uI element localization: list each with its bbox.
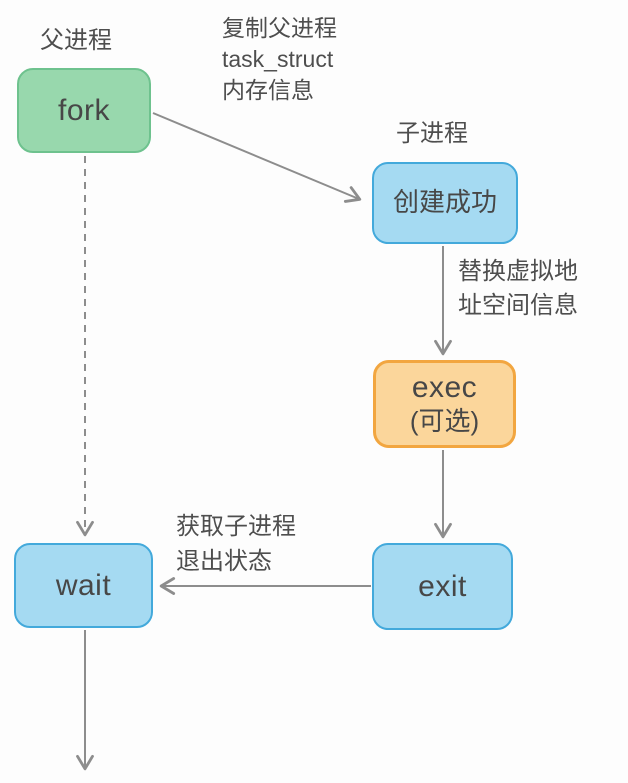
label-replace-line2: 址空间信息	[458, 292, 578, 319]
label-copy-line2: task_struct	[222, 46, 334, 72]
label-wait-line1: 获取子进程	[176, 513, 296, 540]
node-exit-label: exit	[418, 569, 467, 603]
label-copy-line1: 复制父进程	[222, 15, 337, 41]
label-copy-line3: 内存信息	[222, 77, 314, 103]
label-replace-line1: 替换虚拟地	[458, 258, 578, 285]
label-wait-line2: 退出状态	[176, 548, 272, 575]
label-child-process-text: 子进程	[396, 120, 468, 147]
label-get-exit-status: 获取子进程 退出状态	[176, 509, 296, 579]
node-wait-label: wait	[55, 568, 112, 602]
node-exec: exec (可选)	[373, 360, 516, 448]
label-parent-process: 父进程	[40, 25, 112, 57]
node-create-success: 创建成功	[372, 162, 518, 244]
node-fork: fork	[17, 68, 151, 153]
label-replace-address-space: 替换虚拟地 址空间信息	[458, 255, 578, 323]
node-exit: exit	[372, 543, 513, 630]
node-create-success-label: 创建成功	[392, 187, 497, 218]
node-exec-sublabel: (可选)	[409, 406, 480, 437]
edge-fork-to-created	[152, 112, 362, 203]
node-fork-label: fork	[57, 93, 110, 127]
node-exec-label: exec	[411, 371, 478, 405]
label-copy-task-struct: 复制父进程 task_struct 内存信息	[222, 13, 337, 106]
label-parent-process-text: 父进程	[40, 27, 112, 54]
node-wait: wait	[14, 543, 153, 628]
label-child-process: 子进程	[396, 118, 468, 150]
